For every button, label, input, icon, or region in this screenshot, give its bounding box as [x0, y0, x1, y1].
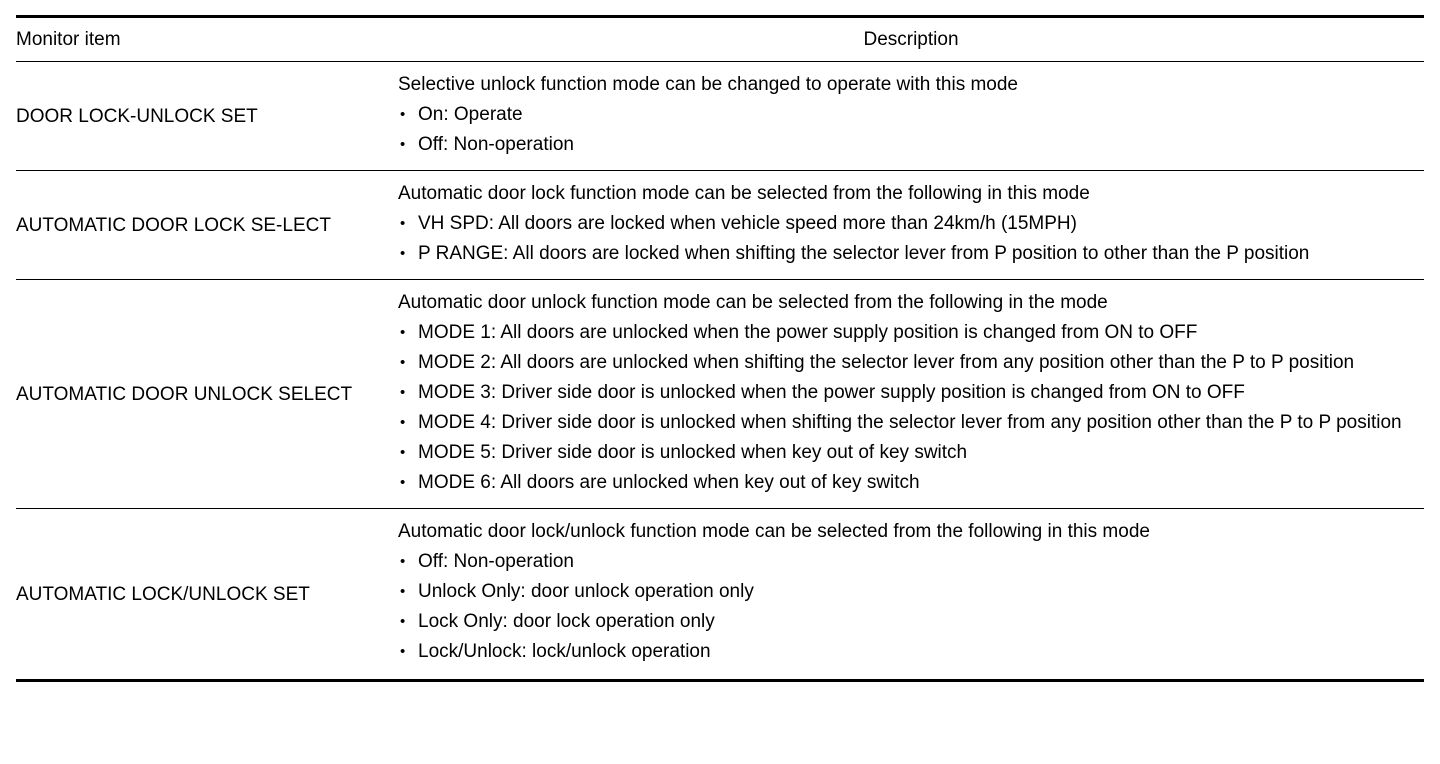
table-row: AUTOMATIC LOCK/UNLOCK SET Automatic door…	[16, 509, 1424, 681]
list-item: MODE 2: All doors are unlocked when shif…	[398, 348, 1424, 378]
list-item: Off: Non-operation	[398, 547, 1424, 577]
row-item-cell: DOOR LOCK-UNLOCK SET	[16, 62, 398, 171]
list-item: Off: Non-operation	[398, 130, 1424, 160]
table-row: DOOR LOCK-UNLOCK SET Selective unlock fu…	[16, 62, 1424, 171]
list-item: On: Operate	[398, 100, 1424, 130]
description-option-list: VH SPD: All doors are locked when vehicl…	[398, 209, 1424, 269]
column-header-monitor-item: Monitor item	[16, 29, 121, 50]
description-option-list: MODE 1: All doors are unlocked when the …	[398, 318, 1424, 498]
list-item: P RANGE: All doors are locked when shift…	[398, 239, 1424, 269]
list-item: MODE 3: Driver side door is unlocked whe…	[398, 378, 1424, 408]
row-description-cell: Automatic door lock/unlock function mode…	[398, 509, 1424, 681]
table-header-row: Monitor item Description	[16, 16, 1424, 62]
description-lead-text: Automatic door lock function mode can be…	[398, 183, 1090, 204]
monitor-item-name: AUTOMATIC LOCK/UNLOCK SET	[16, 583, 310, 605]
table-header: Monitor item Description	[16, 16, 1424, 62]
description-lead-text: Automatic door unlock function mode can …	[398, 292, 1108, 313]
description-option-list: Off: Non-operation Unlock Only: door unl…	[398, 547, 1424, 667]
row-description-cell: Automatic door unlock function mode can …	[398, 280, 1424, 509]
row-description-cell: Automatic door lock function mode can be…	[398, 171, 1424, 280]
table-row: AUTOMATIC DOOR UNLOCK SELECT Automatic d…	[16, 280, 1424, 509]
monitor-item-name: AUTOMATIC DOOR UNLOCK SELECT	[16, 383, 353, 405]
table-row: AUTOMATIC DOOR LOCK SE-LECT Automatic do…	[16, 171, 1424, 280]
row-item-cell: AUTOMATIC DOOR LOCK SE-LECT	[16, 171, 398, 280]
list-item: MODE 5: Driver side door is unlocked whe…	[398, 438, 1424, 468]
list-item: MODE 4: Driver side door is unlocked whe…	[398, 408, 1424, 438]
row-description-cell: Selective unlock function mode can be ch…	[398, 62, 1424, 171]
row-item-cell: AUTOMATIC LOCK/UNLOCK SET	[16, 509, 398, 681]
list-item: Lock Only: door lock operation only	[398, 607, 1424, 637]
list-item: MODE 1: All doors are unlocked when the …	[398, 318, 1424, 348]
monitor-item-name: DOOR LOCK-UNLOCK SET	[16, 105, 258, 127]
column-header-description: Description	[863, 28, 959, 50]
list-item: Lock/Unlock: lock/unlock operation	[398, 637, 1424, 667]
description-lead-text: Selective unlock function mode can be ch…	[398, 74, 1018, 95]
monitor-item-name: AUTOMATIC DOOR LOCK SE-LECT	[16, 214, 331, 236]
monitor-item-description-table: Monitor item Description DOOR LOCK-UNLOC…	[16, 15, 1424, 682]
description-option-list: On: Operate Off: Non-operation	[398, 100, 1424, 160]
table-body: DOOR LOCK-UNLOCK SET Selective unlock fu…	[16, 62, 1424, 681]
row-item-cell: AUTOMATIC DOOR UNLOCK SELECT	[16, 280, 398, 509]
list-item: Unlock Only: door unlock operation only	[398, 577, 1424, 607]
list-item: VH SPD: All doors are locked when vehicl…	[398, 209, 1424, 239]
description-lead-text: Automatic door lock/unlock function mode…	[398, 521, 1150, 542]
list-item: MODE 6: All doors are unlocked when key …	[398, 468, 1424, 498]
